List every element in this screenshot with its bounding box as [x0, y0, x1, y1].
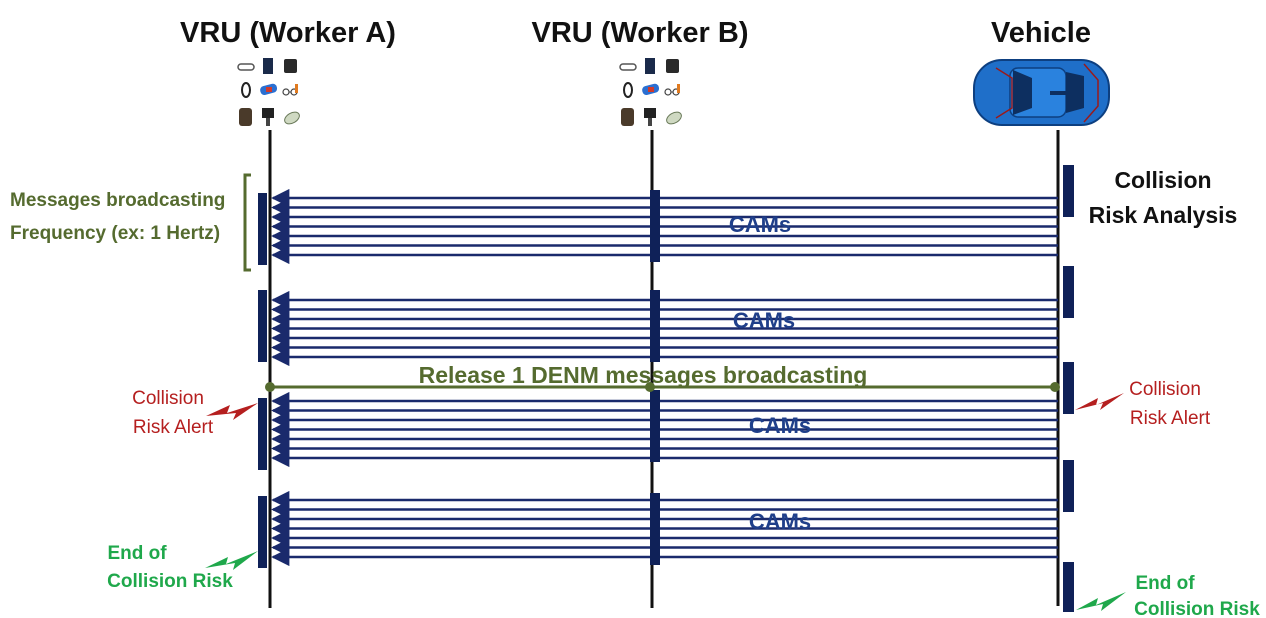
- end-right-line2: Collision Risk: [1134, 599, 1260, 618]
- cams-label: CAMs: [749, 509, 811, 534]
- activation-bar: [258, 290, 267, 362]
- denm-node: [265, 382, 275, 392]
- ring-icon: [241, 82, 251, 98]
- alert-right-line2: Risk Alert: [1130, 408, 1211, 429]
- activation-bar: [650, 390, 660, 462]
- activation-bar: [1063, 362, 1074, 414]
- sensor-icon: [666, 111, 682, 125]
- glasses-icon: [282, 84, 298, 96]
- wristband-icon: [260, 83, 278, 96]
- lightning-bolt-icon: [1076, 592, 1126, 611]
- analysis-label-line2: Risk Analysis: [1089, 202, 1238, 228]
- end-left-line1: End of: [107, 543, 167, 564]
- alert-left-line1: Collision: [132, 388, 204, 409]
- activation-bar: [1063, 460, 1074, 512]
- activation-bar: [258, 398, 267, 470]
- denm-node: [645, 382, 655, 392]
- denm-label: Release 1 DENM messages broadcasting: [419, 362, 868, 388]
- phone-icon: [645, 58, 655, 74]
- activation-bar: [1063, 562, 1074, 612]
- activation-bar: [258, 193, 267, 265]
- sensor-icon: [284, 111, 300, 125]
- backpack-icon: [239, 108, 252, 126]
- wearables-icon-grid-a: [237, 58, 300, 126]
- alert-left-line2: Risk Alert: [133, 417, 214, 438]
- collision-alert-left: Collision Risk Alert: [132, 388, 258, 438]
- activation-bar: [650, 290, 660, 362]
- cams-label: CAMs: [733, 308, 795, 333]
- wearables-icon-grid-b: [619, 58, 682, 126]
- camera-icon: [644, 108, 656, 126]
- tablet-icon: [666, 59, 679, 73]
- activation-bars: [258, 165, 1074, 612]
- activation-bar: [1063, 165, 1074, 217]
- activation-bar: [650, 190, 660, 262]
- lightning-bolt-icon: [206, 403, 258, 420]
- wristband-icon: [642, 83, 660, 96]
- tablet-icon: [284, 59, 297, 73]
- actor-header-worker-b: VRU (Worker B): [532, 17, 749, 49]
- cam-arrow-bands: [271, 188, 1058, 567]
- activation-bar: [258, 496, 267, 568]
- lightning-bolt-icon: [1075, 393, 1124, 410]
- cams-label: CAMs: [749, 413, 811, 438]
- glasses-icon: [664, 84, 680, 96]
- actor-header-worker-a: VRU (Worker A): [180, 17, 396, 49]
- end-right-line1: End of: [1135, 573, 1195, 594]
- activation-bar: [650, 493, 660, 565]
- lightning-bolt-icon: [205, 551, 258, 570]
- camera-icon: [262, 108, 274, 126]
- ring-icon: [623, 82, 633, 98]
- collision-alert-right: Collision Risk Alert: [1075, 379, 1211, 429]
- denm-broadcast: Release 1 DENM messages broadcasting: [265, 362, 1060, 392]
- backpack-icon: [621, 108, 634, 126]
- end-of-risk-left: End of Collision Risk: [107, 543, 258, 592]
- denm-node: [1050, 382, 1060, 392]
- frequency-annotation: Messages broadcasting Frequency (ex: 1 H…: [10, 173, 251, 272]
- analysis-label-line1: Collision: [1114, 167, 1211, 193]
- frequency-label-line2: Frequency (ex: 1 Hertz): [10, 223, 220, 244]
- car-icon: [973, 59, 1110, 126]
- end-of-risk-right: End of Collision Risk: [1076, 573, 1260, 618]
- end-left-line2: Collision Risk: [107, 571, 233, 592]
- alert-right-line1: Collision: [1129, 379, 1201, 400]
- phone-icon: [263, 58, 273, 74]
- smart-watch-icon: [237, 63, 255, 71]
- frequency-bracket: [243, 173, 251, 272]
- actor-header-vehicle: Vehicle: [991, 17, 1091, 49]
- smart-watch-icon: [619, 63, 637, 71]
- activation-bar: [1063, 266, 1074, 318]
- frequency-label-line1: Messages broadcasting: [10, 190, 225, 211]
- cams-label: CAMs: [729, 212, 791, 237]
